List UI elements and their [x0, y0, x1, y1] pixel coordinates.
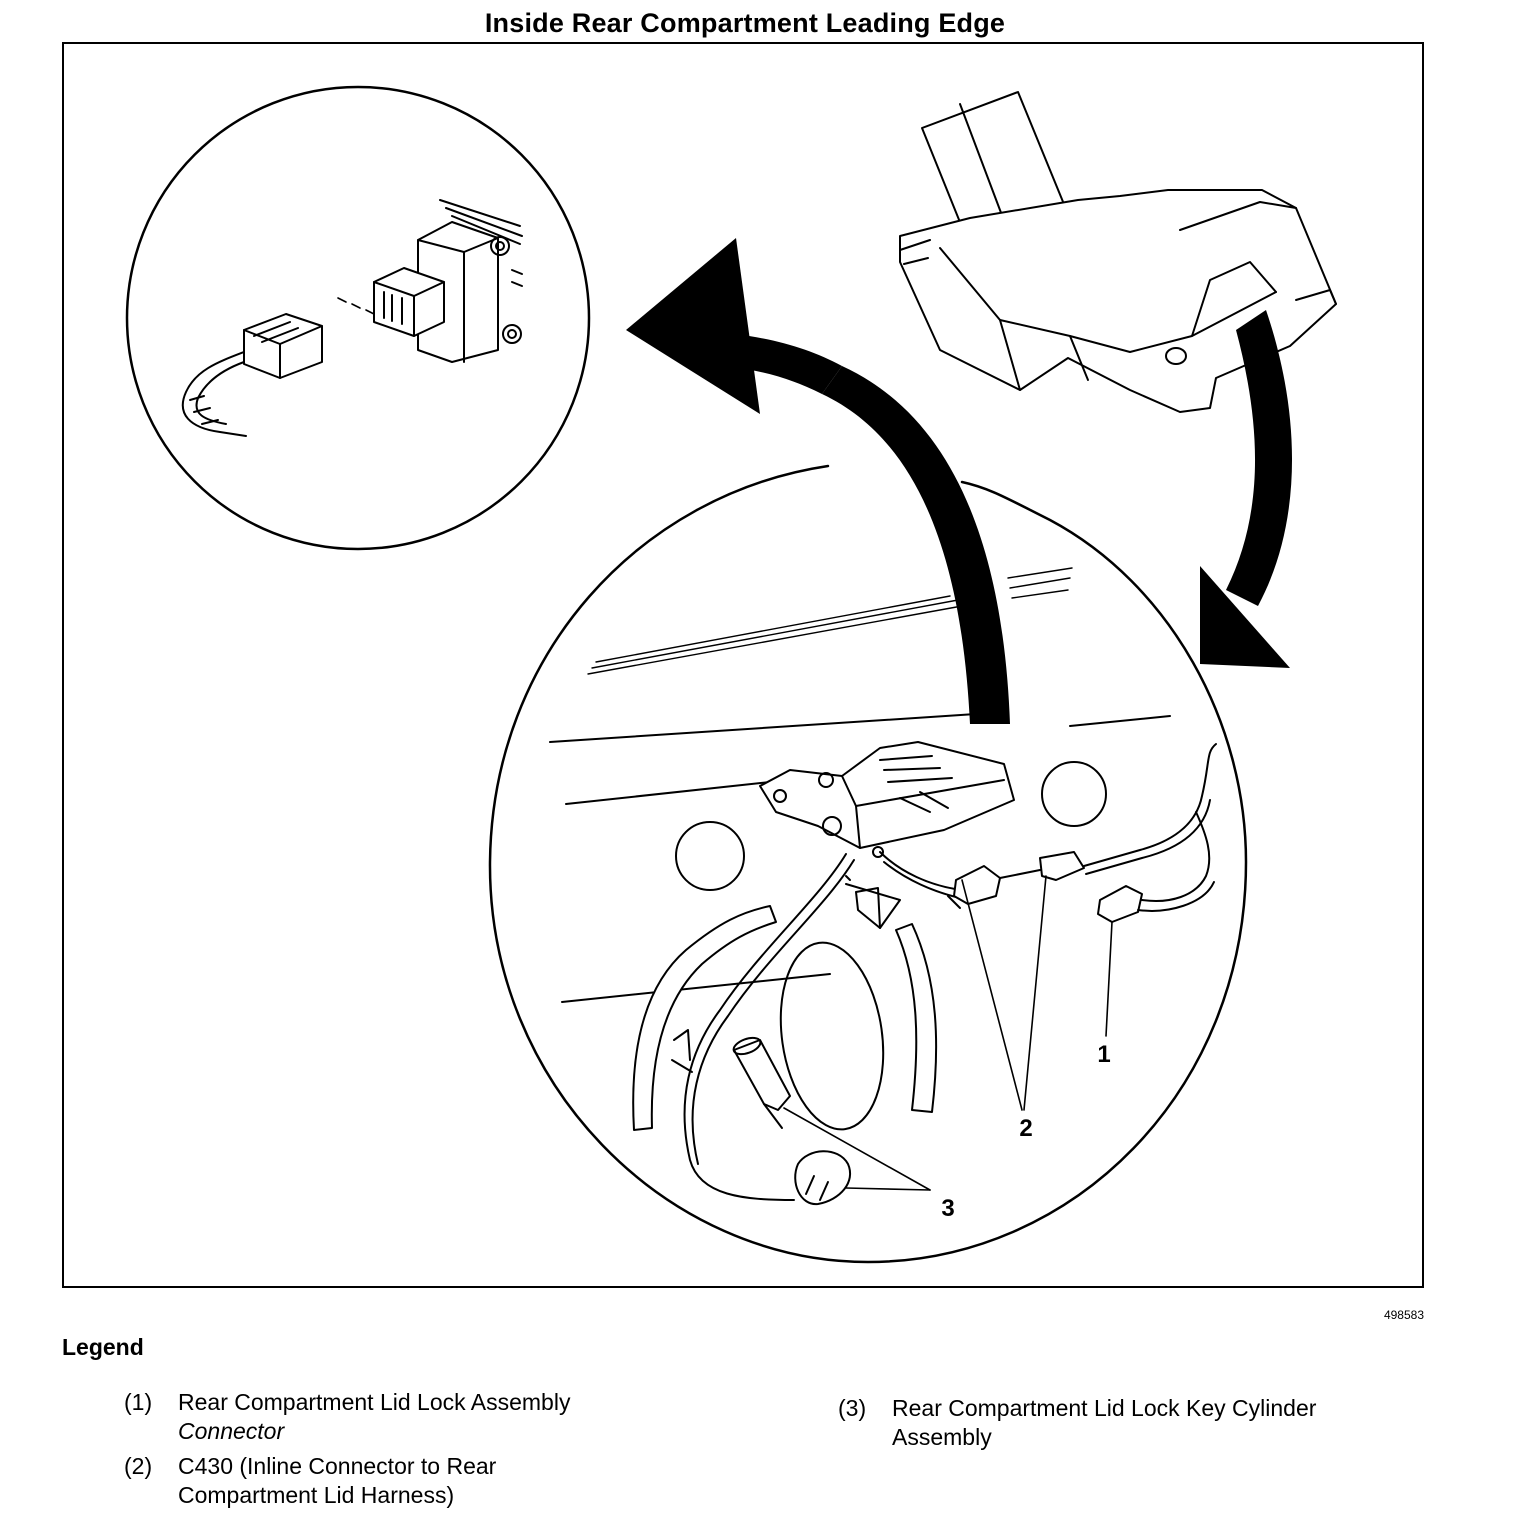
callout-arrows [626, 238, 1293, 724]
legend-item-text-cont: Assembly [892, 1424, 992, 1450]
legend-item-text: Rear Compartment Lid Lock Key Cylinder [892, 1395, 1317, 1421]
legend-item-1: (1) Rear Compartment Lid Lock Assembly C… [124, 1388, 648, 1446]
legend-column-left: (1) Rear Compartment Lid Lock Assembly C… [124, 1388, 648, 1516]
legend-item-number: (1) [124, 1389, 153, 1415]
main-lock-view [488, 464, 1248, 1264]
connector-detail-view [125, 85, 591, 551]
legend-column-right: (3) Rear Compartment Lid Lock Key Cylind… [838, 1394, 1362, 1458]
legend-item-number: (3) [838, 1395, 867, 1421]
callout-3: 3 [941, 1195, 954, 1222]
callout-2: 2 [1019, 1115, 1032, 1142]
legend-item-text-cont: Compartment Lid Harness) [178, 1482, 455, 1508]
vehicle-rear-view [899, 91, 1337, 413]
legend-item-text: Rear Compartment Lid Lock Assembly [178, 1389, 571, 1415]
callout-1: 1 [1097, 1041, 1110, 1068]
legend-heading: Legend [62, 1334, 144, 1360]
legend-item-text: C430 (Inline Connector to Rear [178, 1453, 497, 1479]
legend-item-text-cont: Connector [178, 1418, 285, 1444]
diagram-title: Inside Rear Compartment Leading Edge [484, 8, 1006, 38]
legend-item-3: (3) Rear Compartment Lid Lock Key Cylind… [838, 1394, 1362, 1452]
figure-id: 498583 [1383, 1308, 1424, 1322]
figure-frame [62, 42, 1424, 1288]
legend-item-number: (2) [124, 1453, 153, 1479]
legend-item-2: (2) C430 (Inline Connector to Rear Compa… [124, 1452, 648, 1510]
